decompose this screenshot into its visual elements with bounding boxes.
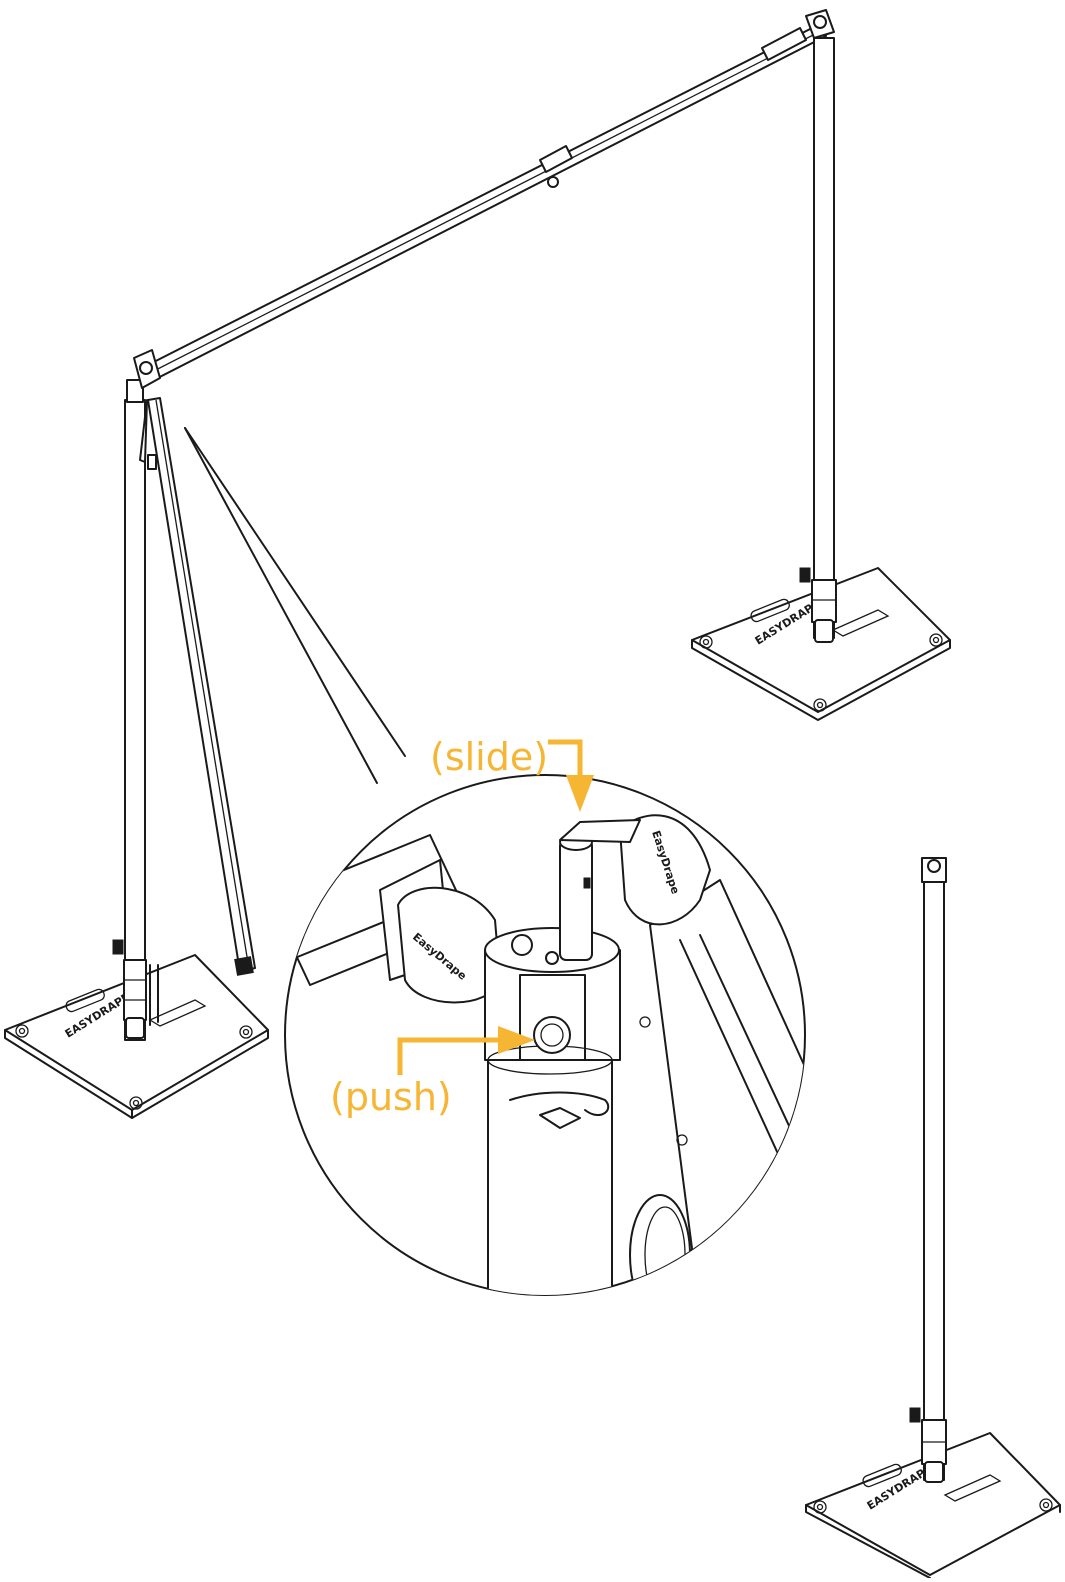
push-label: (push) xyxy=(330,1075,452,1119)
lower-upright-pole xyxy=(909,857,947,1483)
telescopic-crossbar xyxy=(133,9,835,389)
detail-magnifier: EasyDrape EasyDrape xyxy=(284,774,806,1296)
brace-bracket-plate xyxy=(619,814,711,926)
slide-arrow-line xyxy=(548,739,583,775)
right-upright-pole xyxy=(799,37,837,643)
locking-slide-pin xyxy=(559,839,593,961)
safety-clip xyxy=(509,1091,610,1116)
left-upright-pole xyxy=(112,379,147,1041)
push-arrow-line xyxy=(397,1037,500,1075)
slide-annotation: (slide) xyxy=(430,735,594,812)
diagonal-brace xyxy=(139,397,256,976)
push-arrowhead xyxy=(498,1026,535,1054)
slide-arrowhead xyxy=(566,775,594,812)
push-annotation: (push) xyxy=(330,1026,535,1119)
slide-label: (slide) xyxy=(430,735,548,779)
zoom-callout-wedge xyxy=(184,427,406,784)
push-button xyxy=(533,1016,571,1054)
